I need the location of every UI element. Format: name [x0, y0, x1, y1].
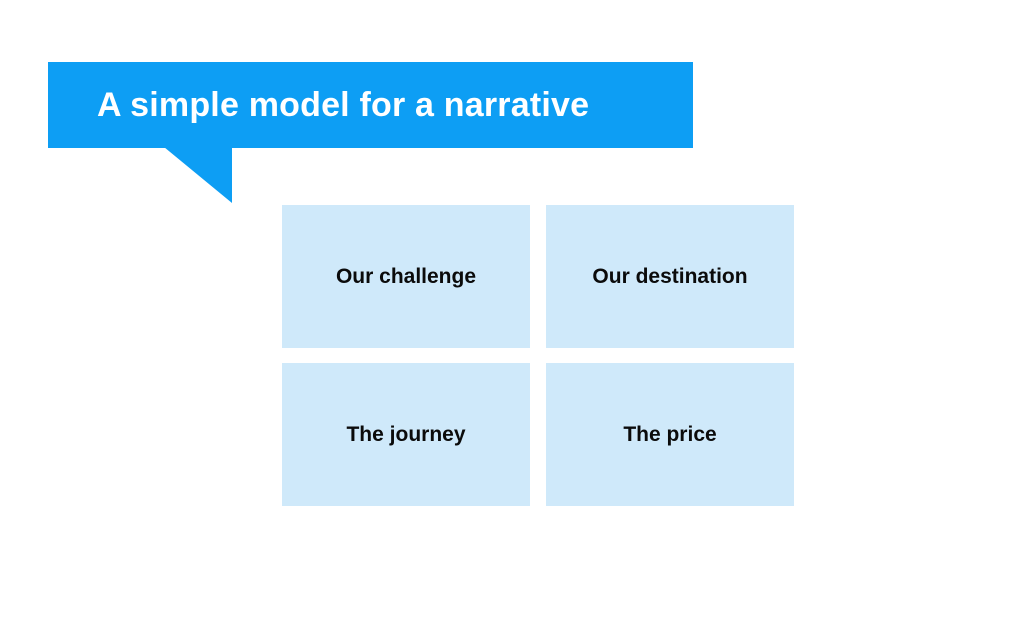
speech-bubble-tail	[164, 147, 232, 203]
model-grid: Our challenge Our destination The journe…	[282, 205, 794, 506]
model-box-label: Our destination	[592, 264, 748, 288]
model-box-our-destination: Our destination	[546, 205, 794, 348]
model-box-label: The journey	[346, 422, 466, 446]
slide-title: A simple model for a narrative	[97, 85, 590, 124]
model-box-label: The price	[623, 422, 717, 446]
model-box-the-price: The price	[546, 363, 794, 506]
model-box-label: Our challenge	[335, 264, 477, 288]
model-box-our-challenge: Our challenge	[282, 205, 530, 348]
title-speech-bubble: A simple model for a narrative	[48, 62, 693, 148]
model-box-the-journey: The journey	[282, 363, 530, 506]
